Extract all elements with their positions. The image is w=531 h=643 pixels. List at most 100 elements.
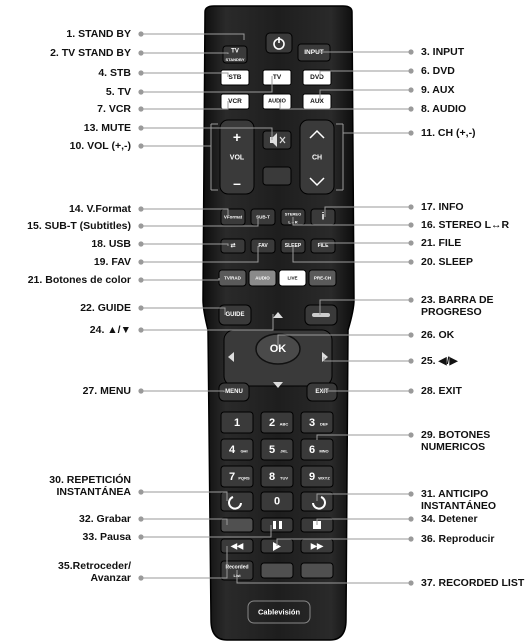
callout-text: 35.Retroceder/ (58, 560, 131, 572)
instant-replay-button[interactable] (220, 491, 254, 512)
dvd-button[interactable]: DVD (302, 69, 332, 86)
num-label: 1 (234, 417, 240, 429)
callout-text: 25. ◀/▶ (421, 355, 458, 367)
usb-button[interactable]: ⇄ (220, 238, 246, 254)
leader-l15 (138, 217, 259, 229)
left-arrow-icon (228, 352, 234, 362)
callout-text: 26. OK (421, 329, 455, 341)
play-icon (273, 542, 281, 551)
callout-l27: 27. MENU (83, 385, 131, 397)
fav-button[interactable]: FAV (250, 238, 276, 254)
fast-forward-button[interactable]: ▶▶ (300, 538, 334, 554)
callout-text: 36. Reproducir (421, 533, 495, 545)
rewind-button[interactable]: ◀◀ (220, 538, 254, 554)
leader-r20 (292, 246, 414, 265)
pause-button[interactable] (260, 517, 294, 533)
callout-l7: 7. VCR (97, 103, 131, 115)
num-sublabel: MNO (319, 449, 328, 454)
audio-button[interactable]: AUDIO (262, 93, 292, 110)
leader-r17 (324, 204, 414, 217)
callout-text: 3. INPUT (421, 46, 465, 58)
callout-l4: 4. STB (98, 67, 131, 79)
ch-up-icon (309, 129, 325, 139)
callout-l19: 19. FAV (94, 256, 131, 268)
prech-button[interactable]: PRE-CH (308, 269, 337, 287)
callout-l13: 13. MUTE (84, 122, 131, 134)
leader-r36 (276, 536, 414, 546)
leader-l27 (138, 388, 225, 394)
ch-down-icon (309, 177, 325, 187)
standby-button[interactable] (265, 32, 293, 54)
leader-l13 (138, 125, 273, 140)
callout-r26: 26. OK (421, 329, 454, 341)
blank-center-button[interactable] (262, 166, 292, 186)
leader-l18 (138, 241, 229, 247)
tv-button[interactable]: TV (262, 69, 292, 86)
brand-text: Cablevisión (258, 608, 301, 617)
num-label: 4 (229, 444, 236, 456)
progress-bar-button[interactable] (304, 304, 338, 326)
stereo-button-label: STEREO (285, 212, 301, 217)
callout-text: 10. VOL (+,-) (69, 140, 131, 152)
menu-button[interactable]: MENU (218, 382, 250, 402)
vol-rocker[interactable]: +VOL– (219, 119, 255, 195)
leader-l10 (138, 123, 218, 191)
num-label: 8 (269, 471, 275, 483)
progress-bar-icon (312, 313, 330, 317)
num-0-button[interactable]: 0 (260, 491, 294, 512)
num-1-button[interactable]: 1 (220, 411, 254, 434)
callout-r21f: 21. FILE (421, 237, 461, 249)
prech-button-label: PRE-CH (314, 276, 331, 281)
leader-r3 (316, 49, 414, 55)
callout-text: INSTANTÁNEA (56, 486, 131, 498)
num-label: 2 (269, 417, 275, 429)
leader-r31 (316, 491, 414, 501)
stb-button[interactable]: STB (220, 69, 250, 86)
callout-text: 30. REPETICIÓN (49, 474, 131, 486)
tvrad-button-label: TV/RAD (224, 276, 242, 281)
mute-button[interactable] (262, 130, 292, 150)
leader-r23 (319, 297, 414, 315)
vformat-button[interactable]: VFormat (220, 208, 246, 226)
callout-text: 13. MUTE (83, 122, 131, 134)
leader-l22 (138, 305, 226, 315)
callout-l22: 22. GUIDE (80, 302, 131, 314)
guide-button[interactable]: GUIDE (218, 304, 252, 326)
vcr-button[interactable]: VCR (220, 93, 250, 110)
live-button[interactable]: LIVE (278, 269, 307, 287)
pause-icon (273, 521, 276, 529)
dvd-button-label: DVD (310, 74, 324, 81)
leader-r16 (292, 217, 414, 228)
record-button[interactable] (220, 517, 254, 533)
leader-r6 (319, 68, 414, 77)
up-arrow-icon (273, 312, 283, 318)
leader-l4 (138, 70, 229, 77)
audio-color-button[interactable]: AUDIO (248, 269, 277, 287)
file-button[interactable]: FILE (310, 238, 336, 254)
blank-button-b[interactable] (300, 562, 334, 579)
aux-button[interactable]: AUX (302, 93, 332, 110)
tvrad-button[interactable]: TV/RAD (218, 269, 247, 287)
instant-skip-button[interactable] (300, 491, 334, 512)
callout-l14: 14. V.Format (69, 203, 131, 215)
subt-button[interactable]: SUB-T (250, 208, 276, 226)
callout-l10: 10. VOL (+,-) (70, 140, 131, 152)
callout-text: 6. DVD (421, 65, 455, 77)
info-button-label: i (322, 212, 325, 223)
blank-button-a[interactable] (260, 562, 294, 579)
callout-text: 23. BARRA DE (421, 294, 494, 306)
info-button[interactable]: i (310, 208, 336, 226)
leader-r21f (319, 240, 414, 246)
input-button-label: INPUT (304, 49, 324, 56)
input-button[interactable]: INPUT (297, 43, 331, 62)
ch-rocker[interactable]: CH (299, 119, 335, 195)
